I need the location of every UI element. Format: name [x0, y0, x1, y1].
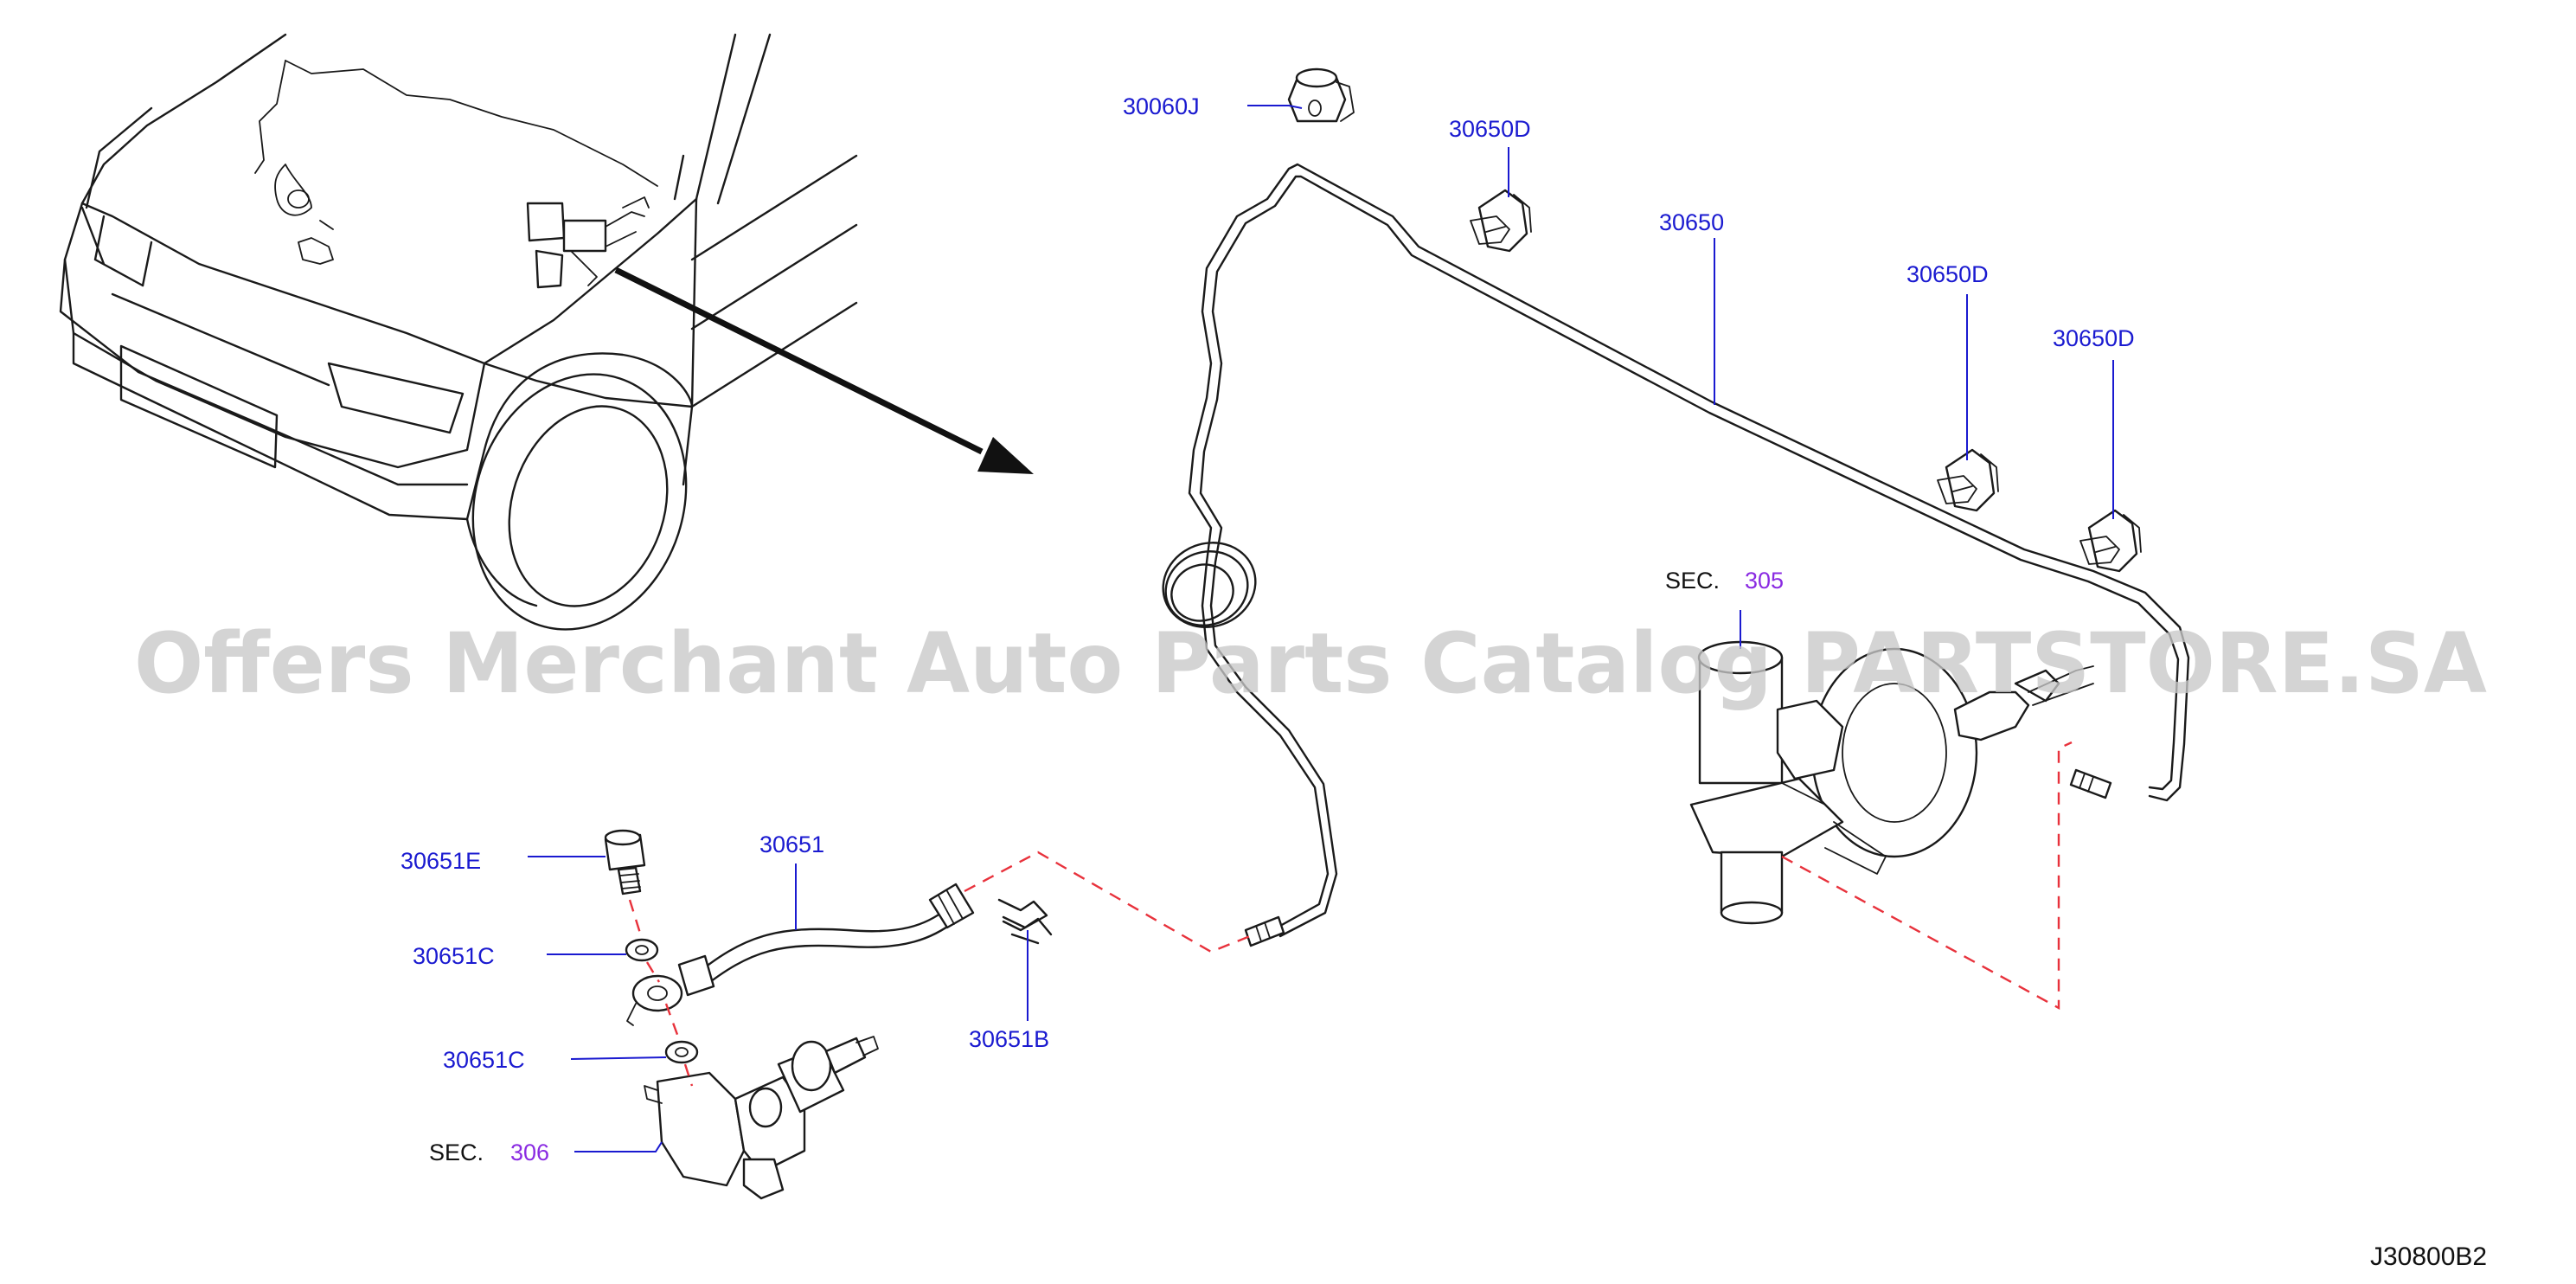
part-label-30651c-a: 30651C — [413, 943, 495, 969]
part-label-30650: 30650 — [1659, 209, 1724, 235]
clutch-operating-cylinder — [644, 1036, 879, 1200]
diagram-code: J30800B2 — [2370, 1242, 2487, 1271]
locator-arrow — [614, 266, 1034, 474]
part-labels: 30060J 30650D 30650 30650D 30650D 30651 … — [400, 93, 2135, 1073]
part-label-30650d-c: 30650D — [2053, 325, 2135, 351]
part-label-30651: 30651 — [759, 831, 824, 857]
part-label-30651b: 30651B — [969, 1026, 1049, 1052]
leader-lines — [528, 105, 2114, 1152]
washer-30651c-a — [625, 938, 659, 962]
grommet-30060j — [1287, 67, 1355, 123]
section-prefix-upper: SEC. — [1665, 568, 1720, 594]
dashed-connectors — [628, 741, 2073, 1087]
clip-30650d-a — [1470, 189, 1532, 253]
clutch-master-cylinder — [1689, 640, 2094, 925]
part-label-30651c-b: 30651C — [443, 1047, 525, 1073]
part-label-30650d-a: 30650D — [1449, 116, 1531, 142]
section-number-305: 305 — [1745, 568, 1784, 594]
section-prefix-lower: SEC. — [429, 1140, 484, 1165]
part-label-30060j: 30060J — [1123, 93, 1200, 119]
part-label-30650d-b: 30650D — [1906, 261, 1989, 287]
watermark-text: Offers Merchant Auto Parts Catalog PARTS… — [134, 615, 2487, 712]
clip-30650d-c — [2079, 509, 2142, 573]
clip-30650d-b — [1937, 448, 1999, 512]
section-reference-305: SEC. 305 — [1665, 568, 1784, 594]
clutch-hose-30651 — [626, 883, 975, 1026]
vehicle-locator-illustration — [59, 33, 858, 631]
clip-30651b — [997, 898, 1053, 945]
section-number-306: 306 — [510, 1140, 549, 1165]
part-label-30651e: 30651E — [400, 848, 481, 874]
bolt-30651e — [604, 829, 646, 896]
section-reference-306: SEC. 306 — [429, 1140, 549, 1165]
washer-30651c-b — [664, 1040, 699, 1064]
clutch-tube-30650 — [1162, 163, 2190, 947]
